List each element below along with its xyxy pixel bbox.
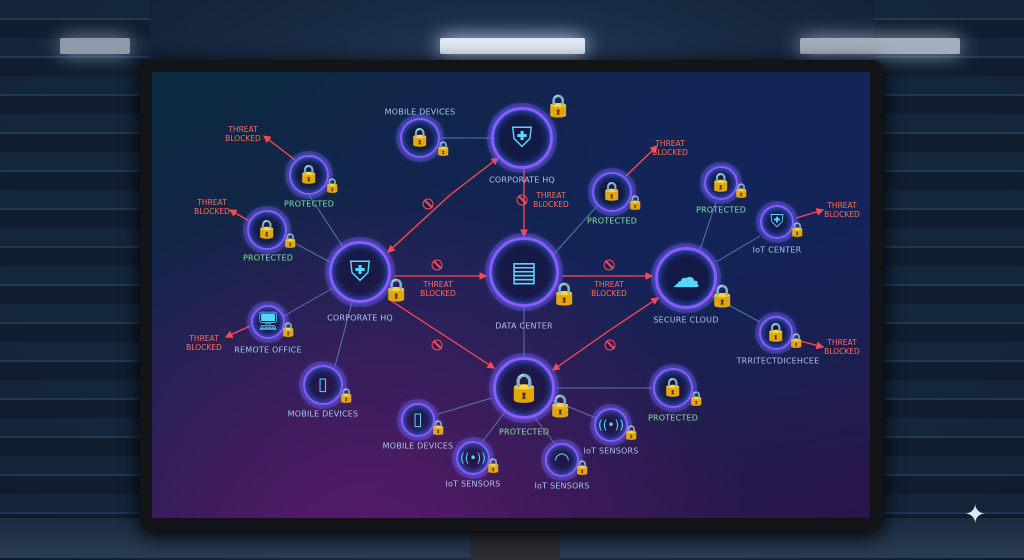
server-rack-right xyxy=(874,0,1024,558)
node-label: CORPORATE HQ xyxy=(327,313,393,323)
protected-node[interactable]: 🔒🔒 xyxy=(759,316,805,350)
node-label: IoT SENSORS xyxy=(534,481,590,491)
blocked-icon xyxy=(516,194,528,206)
node-label: PROTECTED xyxy=(242,253,294,263)
node-label: PROTECTED xyxy=(498,427,550,437)
iot-sensor-node[interactable]: ◠🔒 xyxy=(545,443,591,477)
mobile-devices-node[interactable]: 🔒🔒 xyxy=(400,118,452,158)
node-label: PROTECTED xyxy=(586,216,638,226)
lock-icon: 🔒 xyxy=(573,460,591,476)
corporate-hq-node[interactable]: ⛨🔒 xyxy=(491,96,572,169)
sparkle-icon: ✦ xyxy=(964,500,986,530)
protected-node[interactable]: 🔒🔒 xyxy=(653,368,705,408)
lock-icon: 🔒 xyxy=(626,195,644,211)
lock-icon: 🔒 xyxy=(787,333,805,349)
mobile-devices-node[interactable]: ▯🔒 xyxy=(303,365,355,405)
phone-icon: ▯ xyxy=(413,409,423,430)
blocked-icon xyxy=(603,259,615,271)
lock-icon: 🔒 xyxy=(506,371,542,404)
data-center-node[interactable]: ▤🔒 xyxy=(489,237,578,307)
lock-icon: 🔒 xyxy=(484,458,502,474)
lock-icon: 🔒 xyxy=(622,425,640,441)
remote-office-node[interactable]: 🖥🔒 xyxy=(251,305,297,339)
node-label: IoT CENTER xyxy=(752,245,802,255)
ceiling-light xyxy=(440,38,585,54)
lock-icon: 🔒 xyxy=(279,322,297,338)
corporate-hq-node[interactable]: ⛨🔒 xyxy=(329,241,410,303)
node-label: MOBILE DEVICES xyxy=(382,441,454,451)
shield-icon: ⛨ xyxy=(349,255,371,288)
lock-icon: 🔒 xyxy=(708,284,736,309)
blocked-icon xyxy=(431,259,443,271)
blocked-icon xyxy=(422,198,434,210)
lock-icon: 🔒 xyxy=(550,282,578,307)
node-label: IoT SENSORS xyxy=(583,446,639,456)
lock-icon: 🔒 xyxy=(337,388,355,404)
lock-icon: 🔒 xyxy=(434,141,452,157)
iot-center-node[interactable]: ⛨🔒 xyxy=(760,205,806,239)
node-label: CORPORATE HQ xyxy=(489,175,555,185)
lock-icon: 🔒 xyxy=(546,394,574,419)
lock-icon: 🔒 xyxy=(732,183,750,199)
wifi-icon: ◠ xyxy=(554,449,570,470)
node-label: MOBILE DEVICES xyxy=(384,107,456,117)
broadcast-icon: ((•)) xyxy=(460,451,486,465)
lock-icon: 🔒 xyxy=(709,172,733,193)
mobile-devices-node[interactable]: ▯🔒 xyxy=(401,403,447,437)
lock-icon: 🔒 xyxy=(687,391,705,407)
lock-icon: 🔒 xyxy=(429,420,447,436)
broadcast-icon: ((•)) xyxy=(598,418,624,432)
shield-icon: ⛨ xyxy=(511,121,533,154)
shield-icon: ⛨ xyxy=(770,211,784,232)
lock-icon: 🔒 xyxy=(281,233,299,249)
blocked-icon xyxy=(431,339,443,351)
desktop-icon: 🖥 xyxy=(256,311,280,332)
node-label: MOBILE DEVICES xyxy=(287,409,359,419)
iot-sensor-node[interactable]: ((•))🔒 xyxy=(594,408,640,442)
lock-icon: 🔒 xyxy=(764,322,788,343)
lock-icon: 🔒 xyxy=(297,164,321,185)
node-label: SECURE CLOUD xyxy=(653,315,719,325)
node-label: PROTECTED xyxy=(695,205,747,215)
lock-icon: 🔒 xyxy=(788,222,806,238)
ceiling-light xyxy=(800,38,960,54)
node-label: DATA CENTER xyxy=(495,321,553,331)
blocked-icon xyxy=(604,339,616,351)
server-rack-left xyxy=(0,0,150,558)
central-protected-node[interactable]: 🔒🔒 xyxy=(493,357,574,419)
cloud-icon: ☁ xyxy=(672,261,700,294)
protected-node[interactable]: 🔒🔒 xyxy=(289,155,341,195)
server-icon: ▤ xyxy=(510,255,538,288)
node-label: IoT SENSORS xyxy=(445,479,501,489)
lock-icon: 🔒 xyxy=(661,377,685,398)
lock-icon: 🔒 xyxy=(600,181,624,202)
ceiling-light xyxy=(60,38,130,54)
phone-icon: ▯ xyxy=(318,374,328,395)
protected-node[interactable]: 🔒🔒 xyxy=(247,210,299,250)
node-label: TRRITECTDICEHCEE xyxy=(736,356,820,366)
protected-node[interactable]: 🔒🔒 xyxy=(592,172,644,212)
monitor-stand xyxy=(470,530,560,560)
iot-sensor-node[interactable]: ((•))🔒 xyxy=(456,441,502,475)
protected-node[interactable]: 🔒🔒 xyxy=(704,166,750,200)
lock-icon: 🔒 xyxy=(255,219,279,240)
node-label: PROTECTED xyxy=(283,199,335,209)
lock-icon: 🔒 xyxy=(382,278,410,303)
secure-cloud-node[interactable]: ☁🔒 xyxy=(655,247,736,309)
lock-icon: 🔒 xyxy=(408,127,432,148)
lock-icon: 🔒 xyxy=(323,178,341,194)
node-label: REMOTE OFFICE xyxy=(234,345,302,355)
node-label: PROTECTED xyxy=(647,413,699,423)
lock-icon: 🔒 xyxy=(544,94,572,119)
